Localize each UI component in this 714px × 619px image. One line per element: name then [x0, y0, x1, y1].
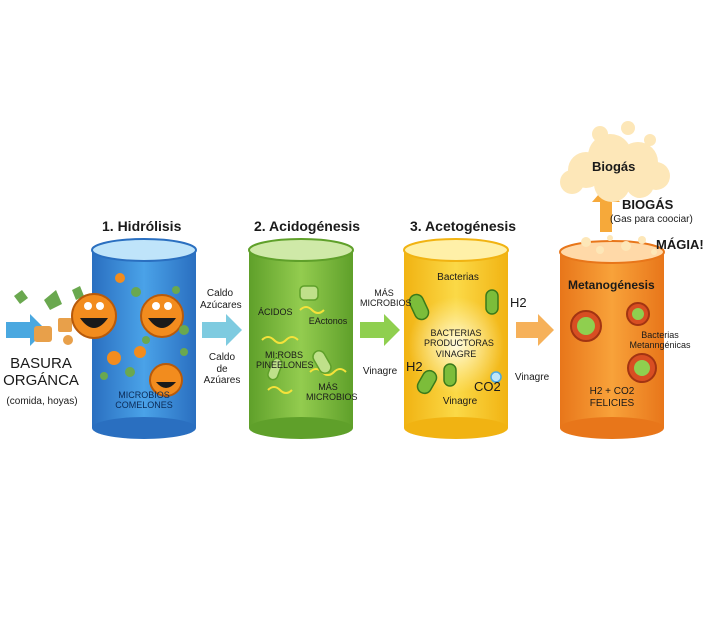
acetogen-bacteria — [408, 289, 499, 395]
stage-3-title: 3. Acetogénesis — [410, 218, 517, 234]
food-pieces — [14, 286, 88, 345]
stage-2-acids-label: ÁCIDOS — [258, 307, 293, 317]
microbe-dots-blue — [100, 273, 189, 380]
acid-bacteria — [267, 285, 332, 381]
input-title: BASURA ORGÁNCA — [3, 355, 79, 389]
stage-1-label: MICROBIOS COMELONES — [115, 390, 173, 411]
cylinder-metanogenesis — [559, 240, 665, 439]
stage-3-center-label: BACTERIAS PRODUCTORAS VINAGRE — [424, 328, 494, 359]
stage-1-title: 1. Hidrólisis — [102, 218, 182, 234]
arrow-1-top-label: Caldo Azúcares — [200, 288, 242, 311]
acid-squiggles — [261, 306, 347, 394]
stage-2-mid-label: EActonos — [308, 316, 348, 326]
cylinder-hidrolisis — [91, 238, 197, 439]
cloud-label: Biogás — [592, 159, 636, 174]
biogas-cloud — [560, 121, 670, 202]
stage-2-more-label: MÁS MICROBIOS — [306, 382, 358, 403]
stage-4-bacteria-label: Bacterias Metanngénicas — [629, 330, 691, 351]
input-subtitle: (comida, hoyas) — [6, 396, 78, 407]
methanogen-bacteria — [570, 302, 657, 383]
arrow-2-top-label: MÁS MICROBIOS — [360, 288, 412, 309]
biogas-subtitle: (Gas para coociar) — [610, 214, 693, 225]
stage-3-vinagre-label: Vinagre — [442, 396, 478, 407]
bubbles — [581, 235, 657, 255]
stage-3-co2-label: CO2 — [474, 379, 501, 394]
arrow-1-bottom-label: Caldo de Azúares — [203, 352, 241, 386]
stage-3-h2-label: H2 — [510, 295, 527, 310]
arrow-3-right-label: Vinagre — [514, 372, 550, 383]
biogas-title: BIOGÁS — [622, 197, 674, 212]
arrow-1-2 — [202, 314, 242, 346]
stage-2-microbes-label: MI:ROBS PINEELONES — [256, 350, 314, 371]
stage-3-h2-left-label: H2 — [406, 359, 423, 374]
stage-3-bacteria-label: Bacterias — [437, 272, 479, 283]
arrow-2-3 — [360, 314, 400, 346]
magic-label: MÁGIA! — [656, 237, 704, 252]
cylinder-acetogenesis — [403, 238, 509, 439]
co2-bubble — [490, 371, 502, 383]
stage-4-bottom-label: H2 + CO2 FELICIES — [589, 386, 635, 409]
microbe-monsters — [71, 293, 184, 397]
stage-4-title: Metanogénesis — [568, 278, 655, 292]
arrow-2-bottom-label: Vinagre — [362, 366, 398, 377]
stage-2-title: 2. Acidogénesis — [254, 218, 361, 234]
cylinder-acidogenesis — [248, 238, 354, 439]
arrow-3-4 — [516, 314, 554, 346]
